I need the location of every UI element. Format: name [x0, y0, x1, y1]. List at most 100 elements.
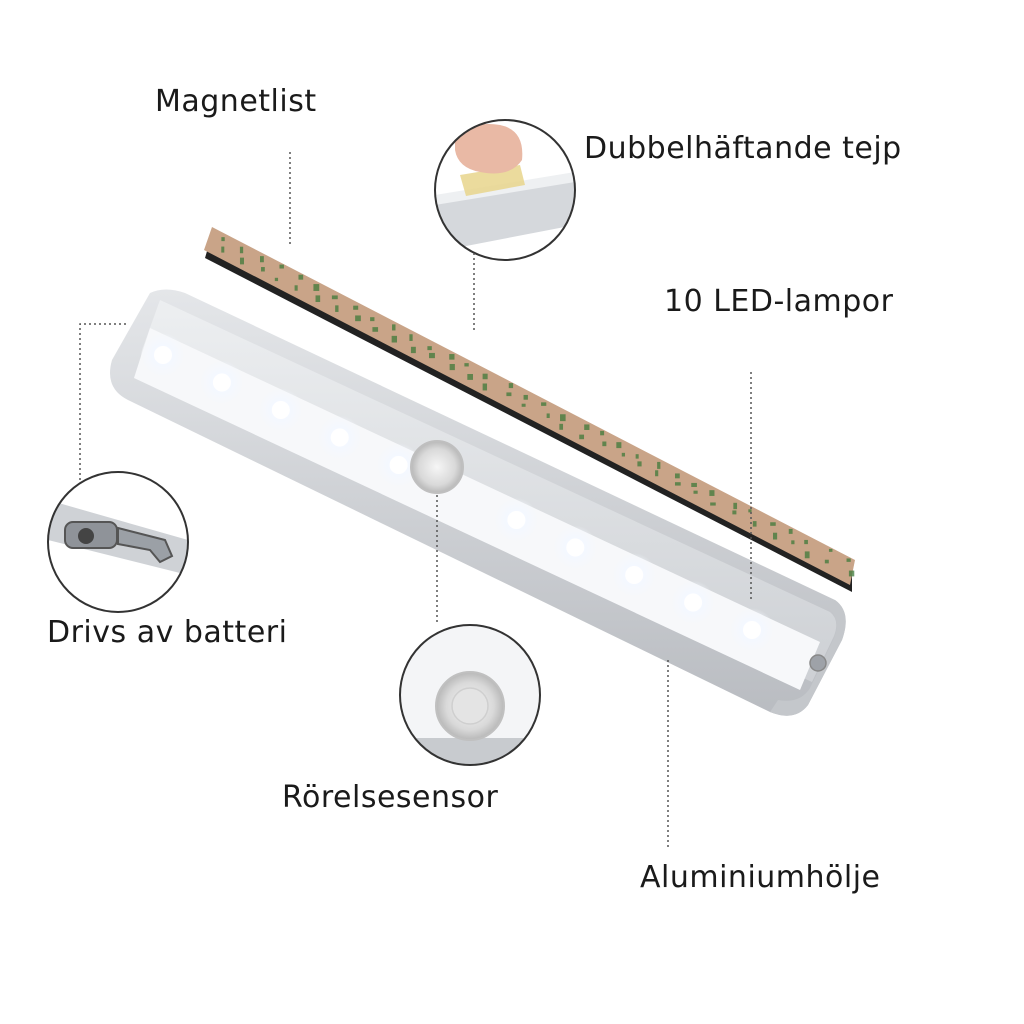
tape-print-mark [584, 424, 590, 430]
strip-face [204, 227, 855, 585]
motion-sensor-lens [410, 440, 464, 494]
tape-print-mark [828, 548, 833, 552]
tape-print-mark [274, 277, 279, 282]
tape-print-mark [239, 246, 244, 254]
tape-print-mark [259, 256, 264, 263]
tape-print-mark [429, 352, 435, 359]
sensor-inset-ring [399, 624, 541, 766]
tape-print-mark [221, 237, 225, 242]
tape-print-mark [579, 434, 585, 440]
tape-print-mark [410, 346, 416, 354]
tape-print-mark [848, 570, 855, 577]
tape-print-mark [709, 490, 715, 496]
led-light [625, 566, 644, 584]
tape-print-mark [331, 295, 338, 300]
tape-print-mark [752, 521, 757, 527]
led-light [507, 511, 526, 529]
tape-print-mark [637, 461, 642, 467]
tape-print-mark [372, 327, 379, 332]
end-cap-button [809, 654, 827, 672]
tape-inset-ring [434, 119, 576, 261]
tape-print-mark [370, 317, 375, 322]
tape-print-mark [409, 334, 413, 341]
tape-print-mark [239, 257, 244, 265]
leader-battery [79, 323, 128, 480]
led-light [684, 593, 703, 612]
tape-print-mark [506, 392, 512, 397]
tape-print-mark [279, 264, 284, 269]
tape-print-mark [674, 482, 681, 486]
led-light [271, 401, 290, 419]
tape-print-mark [804, 539, 808, 545]
tape-print-pattern [221, 237, 855, 577]
led-row [141, 333, 774, 652]
tape-print-mark [559, 423, 564, 430]
tape-print-mark [616, 442, 622, 449]
tape-print-mark [315, 295, 321, 303]
light-bar [110, 289, 846, 716]
led-light [389, 456, 408, 474]
tape-print-mark [427, 346, 432, 351]
tape-print-mark [804, 551, 810, 559]
label-battery: Drivs av batteri [47, 615, 288, 650]
magnetic-strip [204, 227, 855, 592]
tape-print-mark [546, 413, 550, 419]
tape-print-mark [732, 510, 737, 515]
tape-print-mark [482, 373, 488, 380]
tape-print-mark [313, 284, 320, 291]
tape-print-mark [602, 441, 607, 447]
led-light [330, 428, 349, 447]
tape-print-mark [710, 502, 716, 506]
label-adhesive-tape: Dubbelhäftande tejp [584, 131, 902, 166]
label-magnetic-strip: Magnetlist [155, 84, 317, 119]
tape-print-mark [335, 305, 339, 312]
bar-end-cap [770, 600, 846, 716]
tape-print-mark [464, 363, 469, 367]
tape-print-mark [846, 558, 851, 562]
tape-print-mark [355, 315, 361, 322]
tape-print-mark [788, 528, 793, 534]
label-motion-sensor: Rörelsesensor [282, 780, 499, 815]
tape-print-mark [521, 403, 526, 407]
tape-print-mark [467, 373, 473, 380]
tape-print-mark [655, 470, 659, 477]
battery-inset-ring [47, 471, 189, 613]
tape-print-mark [298, 274, 304, 280]
tape-print-mark [294, 285, 298, 291]
tape-print-mark [693, 490, 698, 494]
tape-print-mark [748, 509, 752, 513]
tape-print-mark [791, 540, 795, 545]
tape-print-mark [392, 324, 396, 331]
tape-print-mark [449, 354, 455, 360]
tape-print-mark [560, 414, 566, 422]
tape-print-mark [657, 461, 661, 469]
tape-print-mark [824, 559, 829, 564]
tape-print-mark [733, 502, 738, 510]
tape-print-mark [221, 246, 225, 253]
tape-print-mark [449, 363, 455, 371]
tape-print-mark [635, 454, 639, 459]
tape-print-mark [261, 267, 265, 272]
tape-print-mark [391, 335, 398, 343]
tape-print-mark [772, 532, 778, 540]
tape-inset [434, 119, 576, 261]
tape-print-mark [523, 394, 528, 400]
battery-inset [47, 471, 189, 613]
tape-print-mark [482, 383, 488, 391]
leader-lines [79, 152, 752, 848]
led-light [566, 538, 585, 557]
label-aluminum-case: Aluminiumhölje [640, 860, 881, 895]
label-led-count: 10 LED-lampor [664, 284, 894, 319]
led-light [154, 346, 172, 364]
tape-print-mark [541, 402, 547, 406]
tape-print-mark [621, 452, 626, 457]
tape-print-mark [674, 473, 680, 479]
bar-diffuser [134, 328, 820, 690]
led-light [743, 621, 761, 639]
tape-print-mark [691, 482, 697, 487]
sensor-inset [399, 624, 541, 766]
tape-print-mark [508, 383, 514, 389]
tape-print-mark [770, 522, 776, 526]
tape-print-mark [353, 305, 359, 310]
